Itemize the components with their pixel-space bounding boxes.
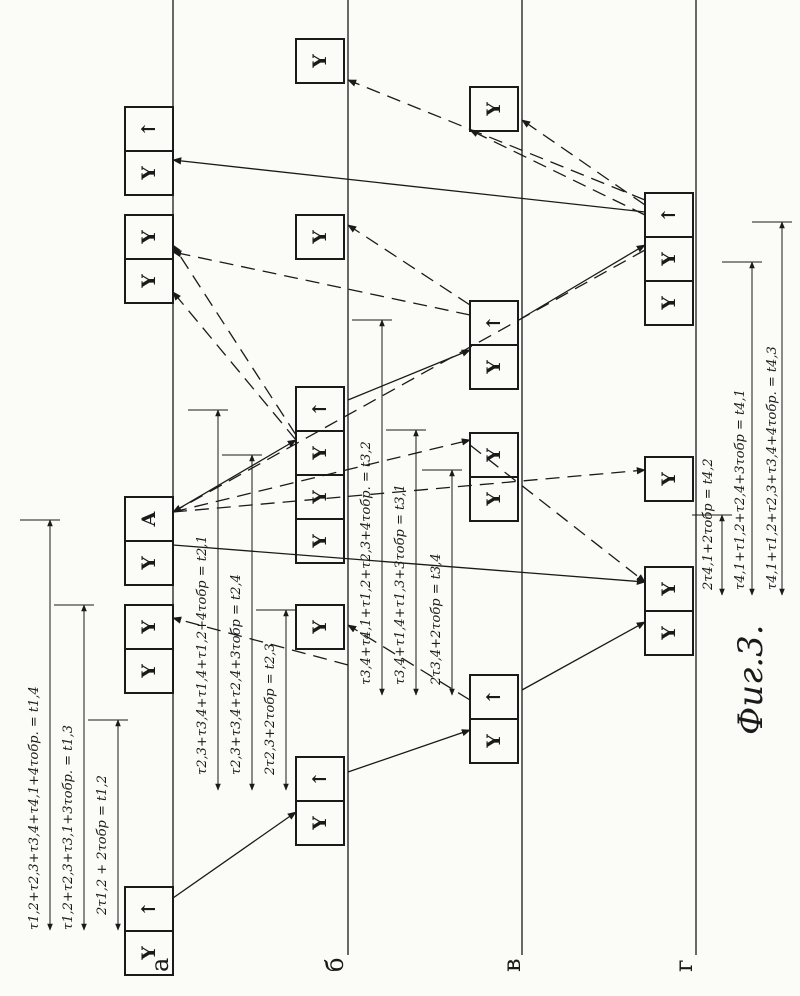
acknowledgement-arrow xyxy=(173,245,296,435)
block-glyph-y: Y xyxy=(658,296,680,311)
block-glyph-arrow: ↑ xyxy=(138,901,160,917)
transmission-arrow xyxy=(522,245,645,318)
formula-t23: 2τ2,3+2τобр = t2,3 xyxy=(263,643,278,776)
block-glyph-y: Y xyxy=(138,166,160,181)
message-block: YY xyxy=(125,215,173,303)
formula-t42: 2τ4,1+2τобр = t4,2 xyxy=(701,458,716,591)
formula-t31: τ3,4+τ1,4+τ1,3+3τобр = t3,1 xyxy=(393,484,408,685)
message-block: Y xyxy=(296,39,344,83)
message-block: YY xyxy=(125,605,173,693)
transmission-arrow xyxy=(173,812,296,898)
block-glyph-y: Y xyxy=(309,490,331,505)
message-block: YY xyxy=(645,567,693,655)
block-glyph-y: Y xyxy=(309,230,331,245)
formula-t21: τ2,3+τ3,4+τ1,4+τ1,2+4τобр = t2,1 xyxy=(195,535,210,775)
block-glyph-y: Y xyxy=(483,492,505,507)
lane-lines xyxy=(173,0,696,955)
acknowledgement-arrow xyxy=(470,445,645,582)
block-glyph-arrow: ↑ xyxy=(309,771,331,787)
block-glyph-y: Y xyxy=(658,582,680,597)
block-glyph-y: Y xyxy=(138,556,160,571)
block-glyph-y: Y xyxy=(138,664,160,679)
block-glyph-y: Y xyxy=(309,816,331,831)
block-glyph-y: Y xyxy=(309,620,331,635)
block-glyph-y: Y xyxy=(658,252,680,267)
block-glyph-y: Y xyxy=(138,274,160,289)
block-glyph-y: Y xyxy=(309,534,331,549)
acknowledgement-arrow xyxy=(173,250,645,512)
message-block: АY xyxy=(125,497,173,585)
acknowledgement-arrow xyxy=(348,80,645,200)
block-glyph-y: Y xyxy=(138,620,160,635)
lane-label-v: в xyxy=(498,958,526,972)
message-block: Y xyxy=(296,215,344,259)
transmission-arrow xyxy=(173,160,645,212)
formula-t13: τ1,2+τ2,3+τ3,1+3τобр. = t1,3 xyxy=(61,725,76,930)
message-block: ↑Y xyxy=(470,675,518,763)
transmission-arrow xyxy=(522,622,645,690)
block-glyph-arrow: ↑ xyxy=(309,401,331,417)
block-glyph-y: Y xyxy=(138,230,160,245)
block-glyph-y: Y xyxy=(309,54,331,69)
acknowledgement-arrow xyxy=(173,470,645,512)
block-glyph-arrow: ↑ xyxy=(483,315,505,331)
figure-caption: Фиг.3. xyxy=(731,624,771,735)
block-glyph-y: Y xyxy=(309,446,331,461)
transmission-arrow xyxy=(348,730,470,772)
message-block: ↑Y xyxy=(470,301,518,389)
block-glyph-a: А xyxy=(138,511,160,527)
formula-t34: 2τ3,4+2τобр = t3,4 xyxy=(429,553,444,686)
block-glyph-y: Y xyxy=(483,102,505,117)
block-glyph-arrow: ↑ xyxy=(483,689,505,705)
formula-t12: 2τ1,2 + 2τобр = t1,2 xyxy=(95,775,110,916)
lane-label-g: г xyxy=(670,959,698,972)
message-block: ↑ Y Y Y xyxy=(296,387,344,563)
message-block: ↑Y xyxy=(296,757,344,845)
block-glyph-y: Y xyxy=(658,472,680,487)
acknowledgement-arrow xyxy=(173,292,296,440)
message-block: ↑Y xyxy=(125,107,173,195)
acknowledgement-arrow xyxy=(348,225,470,305)
formula-t24: τ2,3+τ3,4+τ2,4+3τобр = t2,4 xyxy=(229,574,244,775)
block-glyph-arrow: ↑ xyxy=(138,121,160,137)
formula-t41: τ4,1+τ1,2+τ2,4+3τобр = t4,1 xyxy=(733,389,748,590)
message-block: ↑ Y Y xyxy=(645,193,693,325)
lane-label-a: а xyxy=(146,958,174,972)
block-glyph-y: Y xyxy=(483,360,505,375)
lane-label-b: б xyxy=(321,958,349,972)
formula-t14: τ1,2+τ2,3+τ3,4+τ4,1+4τобр. = t1,4 xyxy=(27,686,42,930)
formula-t32: τ3,4+τ4,1+τ1,2+τ2,3+4τобр. = t3,2 xyxy=(359,441,374,685)
acknowledgement-arrow xyxy=(173,252,470,315)
message-block: Y xyxy=(296,605,344,649)
block-glyph-arrow: ↑ xyxy=(658,207,680,223)
block-glyph-y: Y xyxy=(483,448,505,463)
block-glyph-y: Y xyxy=(658,626,680,641)
formula-t43: τ4,1+τ1,2+τ2,3+τ3,4+4τобр. = t4,3 xyxy=(765,346,780,590)
message-block: Y xyxy=(470,87,518,131)
acknowledgement-arrow xyxy=(522,120,645,205)
message-block: Y xyxy=(645,457,693,501)
block-glyph-y: Y xyxy=(483,734,505,749)
